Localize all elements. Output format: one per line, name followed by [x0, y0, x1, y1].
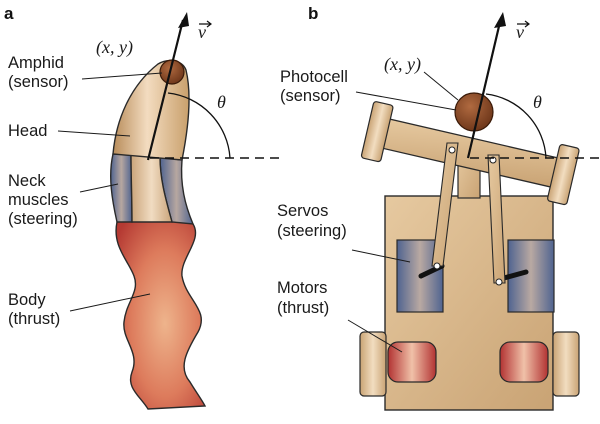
label-photocell-role: (sensor): [280, 87, 341, 105]
label-amphid-role: (sensor): [8, 73, 69, 91]
panel-b-coord: (x, y): [384, 54, 421, 75]
neck-middle: [130, 153, 173, 223]
label-neck-muscles: muscles: [8, 191, 69, 209]
worm-body: [115, 218, 207, 410]
linkage-rod-right: [487, 154, 506, 284]
panel-b-v-label: v: [516, 22, 524, 42]
label-neck: Neck: [8, 172, 46, 190]
robot-velocity-arrowhead-icon: [494, 12, 506, 28]
leader-head: [57, 130, 131, 137]
photocell-sensor-icon: [454, 92, 494, 132]
panel-b: b v: [277, 4, 600, 411]
velocity-arrowhead-icon: [178, 12, 189, 28]
robot-wheel-rear-left: [359, 331, 387, 397]
label-body: Body: [8, 291, 46, 309]
label-body-role: (thrust): [8, 310, 60, 328]
label-head: Head: [8, 122, 47, 140]
linkage-pivot-icon: [495, 278, 503, 286]
leader-amphid: [81, 72, 163, 80]
label-amphid: Amphid: [8, 54, 64, 72]
panel-a-coord: (x, y): [96, 37, 133, 58]
panel-a-v-label: v: [198, 22, 206, 42]
leader-photocell: [355, 91, 457, 111]
label-motors-role: (thrust): [277, 299, 329, 317]
linkage-pivot-icon: [433, 262, 441, 270]
neck-muscle-left: [110, 153, 133, 223]
velocity-vector: [146, 19, 185, 161]
robot-wheel-rear-right: [552, 331, 580, 397]
panel-a-v-arrow-icon: [199, 20, 212, 28]
panel-a-angle-arc: [167, 92, 231, 159]
panel-a-tag: a: [4, 4, 14, 23]
leader-motors: [347, 319, 403, 353]
robot-head-wheel-right: [547, 144, 580, 206]
label-servos-role: (steering): [277, 222, 347, 240]
panel-a-theta: θ: [217, 92, 226, 112]
robot-velocity-vector: [466, 21, 502, 159]
leader-neck: [79, 183, 119, 193]
servo-right-arm: [501, 269, 529, 281]
label-servos: Servos: [277, 202, 328, 220]
label-neck-role: (steering): [8, 210, 78, 228]
leader-body: [69, 293, 151, 312]
label-photocell: Photocell: [280, 68, 348, 86]
label-motors: Motors: [277, 279, 327, 297]
panel-a: a v θ (x, y) Amphid (sensor) Head Neck m…: [4, 4, 285, 410]
robot-head-wheel-left: [360, 101, 394, 163]
panel-b-theta: θ: [533, 92, 542, 112]
motor-left: [387, 341, 437, 383]
linkage-pivot-icon: [448, 146, 456, 154]
leader-servos: [351, 249, 411, 263]
panel-b-tag: b: [308, 4, 318, 23]
linkage-rod-left: [431, 142, 459, 267]
leader-coord-b: [423, 71, 459, 101]
motor-right: [499, 341, 549, 383]
panel-b-angle-arc: [485, 93, 547, 159]
panel-b-v-arrow-icon: [517, 20, 530, 28]
